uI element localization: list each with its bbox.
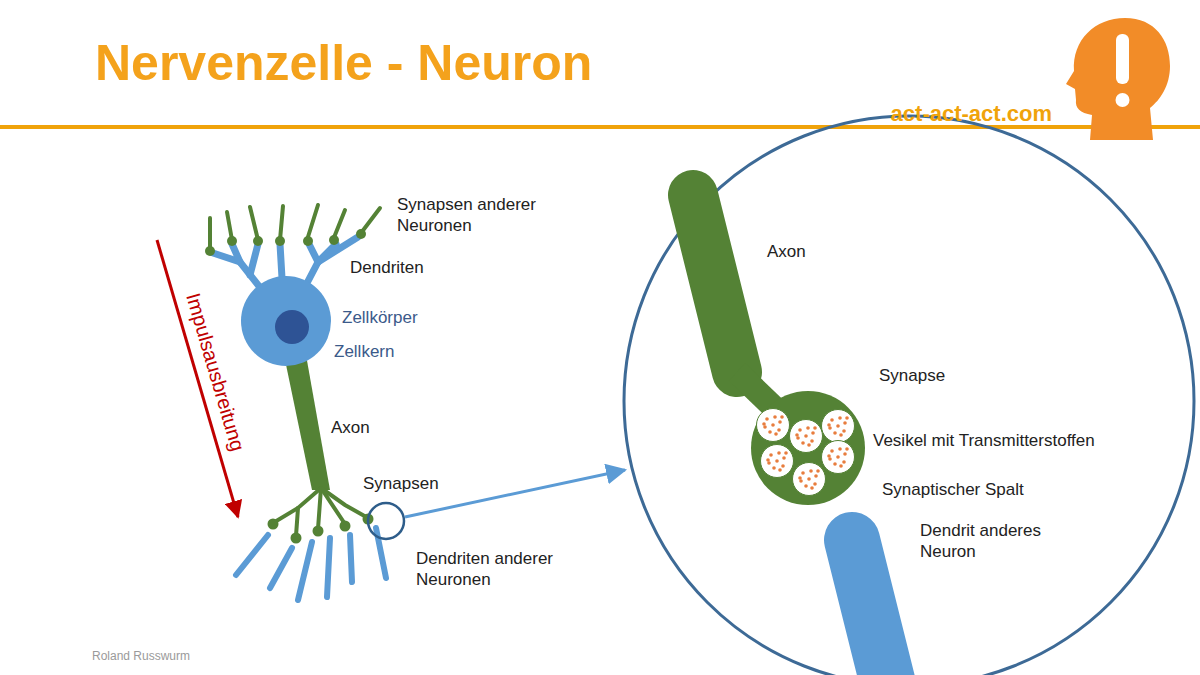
transmitter-dot xyxy=(836,424,840,428)
transmitter-dot xyxy=(778,468,782,472)
part-label: Synapsen xyxy=(363,473,439,494)
transmitter-dot xyxy=(810,486,814,490)
transmitter-dot xyxy=(765,417,769,421)
cell-body xyxy=(241,276,331,366)
transmitter-dot xyxy=(798,428,802,432)
part-label: Vesikel mit Transmitterstoffen xyxy=(873,430,1095,451)
transmitter-dot xyxy=(838,447,842,451)
transmitter-dot xyxy=(768,430,772,434)
vesicle xyxy=(790,420,823,453)
transmitter-dot xyxy=(804,484,808,488)
transmitter-dot xyxy=(777,428,781,432)
transmitter-dot xyxy=(762,422,766,426)
part-label: Dendriten xyxy=(350,257,424,278)
part-label: Axon xyxy=(331,417,370,438)
zoom-marker xyxy=(368,503,404,539)
transmitter-dot xyxy=(813,426,817,430)
part-label: Synapsen anderer Neuronen xyxy=(397,194,557,236)
part-label: Synapse xyxy=(879,365,945,386)
transmitter-dot xyxy=(784,451,788,455)
transmitter-dot xyxy=(843,452,847,456)
vesicle xyxy=(793,463,826,496)
transmitter-dot xyxy=(771,423,775,427)
transmitter-dot xyxy=(804,434,808,438)
transmitter-dot xyxy=(769,453,773,457)
transmitter-dot xyxy=(795,433,799,437)
transmitter-dot xyxy=(810,439,814,443)
transmitter-dot xyxy=(827,454,831,458)
transmitter-dot xyxy=(774,432,778,436)
transmitter-dot xyxy=(839,464,843,468)
transmitter-dot xyxy=(836,455,840,459)
axon xyxy=(284,355,330,490)
transmitter-dot xyxy=(807,443,811,447)
transmitter-dot xyxy=(833,462,837,466)
site-url: act-act-act.com xyxy=(891,101,1052,127)
transmitter-dot xyxy=(833,431,837,435)
axon-zoomed xyxy=(693,195,737,372)
terminal-dots xyxy=(268,514,374,544)
part-label: Synaptischer Spalt xyxy=(882,479,1024,500)
transmitter-dot xyxy=(772,466,776,470)
upper-synapse-dots xyxy=(205,229,366,256)
dendrite-zoomed xyxy=(852,540,892,675)
page-title: Nervenzelle - Neuron xyxy=(95,34,592,92)
transmitter-dot xyxy=(780,415,784,419)
transmitter-dot xyxy=(809,469,813,473)
vesicle xyxy=(822,441,855,474)
transmitter-dot xyxy=(766,458,770,462)
transmitter-dot xyxy=(807,477,811,481)
transmitter-dot xyxy=(813,482,817,486)
transmitter-dot xyxy=(830,449,834,453)
transmitter-dot xyxy=(842,460,846,464)
transmitter-dot xyxy=(843,421,847,425)
vesicle xyxy=(761,445,794,478)
transmitter-dot xyxy=(778,420,782,424)
transmitter-dot xyxy=(845,447,849,451)
author-credit: Roland Russwurm xyxy=(92,649,190,663)
transmitter-dot xyxy=(839,433,843,437)
other-dendrites xyxy=(236,528,386,600)
transmitter-dot xyxy=(801,471,805,475)
transmitter-dot xyxy=(773,415,777,419)
transmitter-dot xyxy=(816,469,820,473)
transmitter-dot xyxy=(814,474,818,478)
transmitter-dot xyxy=(838,416,842,420)
transmitter-dot xyxy=(842,429,846,433)
part-label: Dendriten anderer Neuronen xyxy=(416,548,581,590)
transmitter-dot xyxy=(845,416,849,420)
arrow-label: Impulsausbreitung xyxy=(182,290,251,454)
transmitter-dot xyxy=(801,441,805,445)
part-label: Zellkörper xyxy=(342,307,418,328)
part-label: Zellkern xyxy=(334,341,394,362)
part-label: Dendrit anderes Neuron xyxy=(920,520,1055,562)
part-label: Axon xyxy=(767,241,806,262)
transmitter-dot xyxy=(806,426,810,430)
transmitter-dot xyxy=(777,451,781,455)
vesicle xyxy=(822,410,855,443)
head-icon xyxy=(1066,18,1170,140)
transmitter-dot xyxy=(811,431,815,435)
transmitter-dot xyxy=(830,418,834,422)
zoom-circle xyxy=(624,116,1194,675)
vesicle xyxy=(757,409,790,442)
transmitter-dot xyxy=(782,456,786,460)
synapse-bulb xyxy=(751,391,865,505)
transmitter-dot xyxy=(781,464,785,468)
axon-terminals xyxy=(273,488,368,536)
transmitter-dot xyxy=(798,476,802,480)
nucleus xyxy=(275,310,309,344)
transmitter-dot xyxy=(827,423,831,427)
vesicles xyxy=(757,409,855,496)
transmitter-dot xyxy=(775,459,779,463)
